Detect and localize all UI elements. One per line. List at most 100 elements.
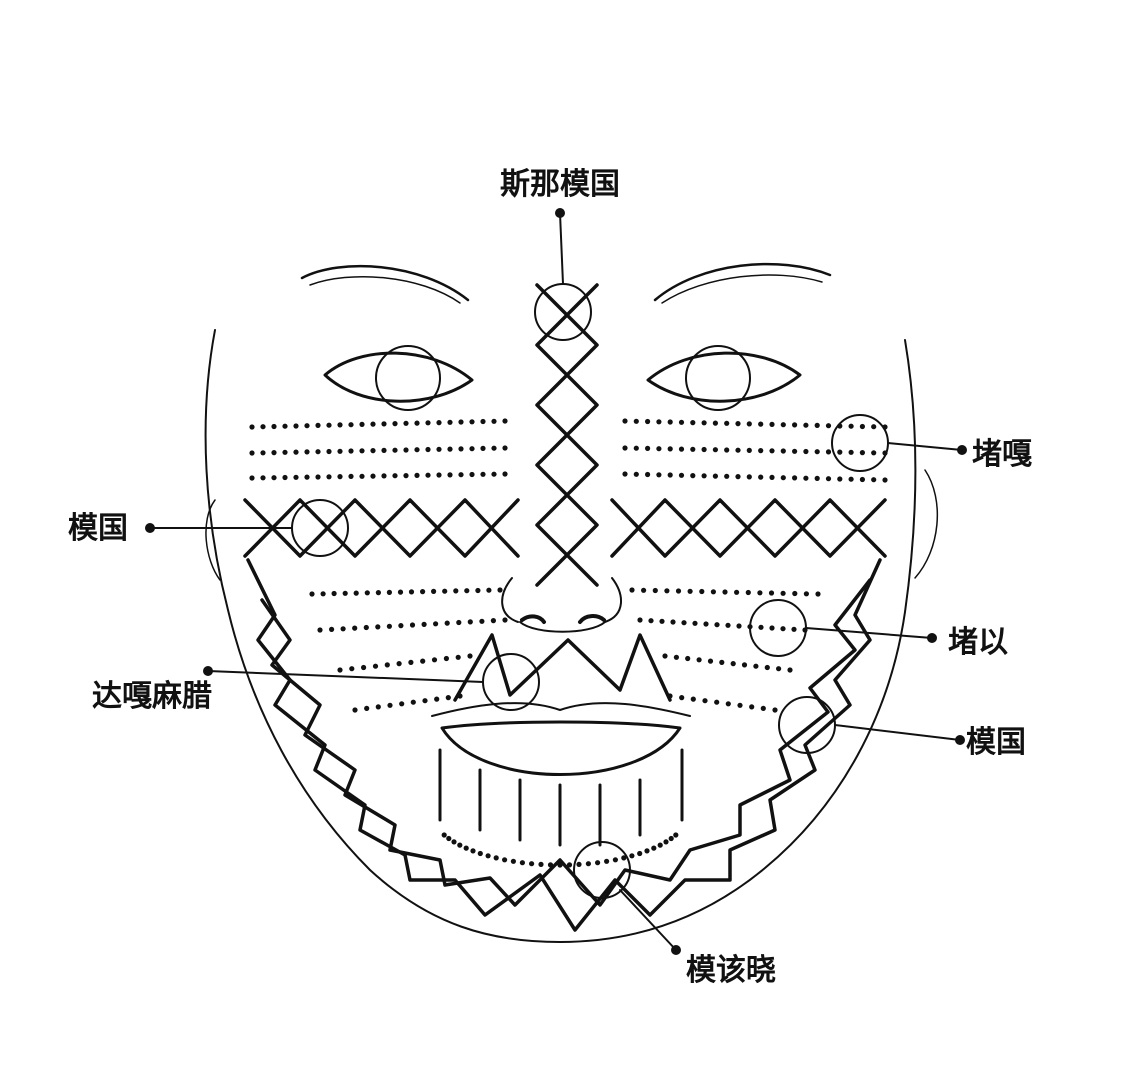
dot-right-mid — [780, 626, 786, 632]
right-ear — [914, 469, 939, 579]
dot-left-upper — [414, 472, 420, 478]
dot-left-upper — [348, 473, 354, 479]
dot-right-mid — [722, 589, 728, 595]
dot-chin-arc — [637, 850, 643, 857]
dot-right-upper — [769, 474, 775, 480]
dot-left-upper — [480, 471, 486, 477]
dot-right-mid — [730, 661, 736, 667]
dot-left-mid — [490, 618, 496, 624]
leader-right-lower — [834, 724, 961, 741]
dot-right-mid — [637, 617, 643, 623]
dot-right-upper — [724, 420, 730, 426]
dot-right-upper — [622, 418, 628, 424]
dot-left-mid — [317, 627, 323, 633]
dot-right-upper — [803, 422, 809, 428]
dot-right-mid — [792, 590, 798, 597]
dot-right-upper — [701, 446, 707, 453]
dot-right-upper — [769, 421, 775, 427]
dot-left-upper — [370, 473, 376, 479]
dot-right-mid — [685, 655, 691, 662]
dot-left-upper — [337, 422, 343, 428]
dot-left-upper — [447, 419, 453, 425]
dot-left-upper — [491, 418, 497, 424]
dot-chin-arc — [668, 835, 674, 842]
dot-left-mid — [331, 590, 337, 597]
dot-left-upper — [381, 447, 387, 453]
dot-right-upper — [746, 474, 752, 480]
dot-left-mid — [431, 588, 437, 595]
dot-left-upper — [502, 418, 508, 424]
dot-right-upper — [871, 477, 877, 483]
dot-left-mid — [352, 707, 358, 713]
dot-left-mid — [420, 589, 426, 595]
dot-left-upper — [381, 421, 387, 427]
leader-bottom — [619, 889, 677, 951]
left-cheek-zigzag — [243, 498, 520, 558]
dot-right-upper — [656, 446, 662, 452]
dot-chin-arc — [493, 855, 499, 861]
dot-right-mid — [707, 658, 714, 664]
dot-chin-arc — [547, 862, 554, 868]
dot-right-mid — [703, 621, 709, 627]
right-cheek-zigzag — [610, 498, 887, 558]
dot-left-upper — [293, 474, 299, 480]
label-left-lower: 达嘎麻腊 — [92, 679, 212, 714]
dot-left-upper — [249, 450, 255, 456]
center-zigzag-mirror — [535, 283, 599, 587]
dot-right-upper — [622, 471, 628, 477]
dot-left-upper — [271, 475, 277, 481]
mouth — [440, 720, 682, 776]
dot-chin-arc — [502, 857, 508, 863]
dot-left-mid — [386, 623, 392, 629]
dot-right-mid — [747, 624, 753, 630]
leader-top — [559, 212, 564, 285]
dot-right-mid — [702, 698, 708, 704]
dot-right-mid — [670, 619, 676, 625]
dot-right-mid — [725, 701, 731, 707]
label-right-lower: 模国 — [966, 725, 1026, 760]
dot-left-upper — [403, 420, 409, 426]
dot-right-mid — [725, 622, 731, 628]
dot-left-mid — [363, 624, 369, 631]
dot-right-mid — [719, 659, 725, 666]
dot-left-mid — [502, 617, 508, 623]
dot-left-upper — [436, 420, 442, 426]
dot-right-upper — [667, 419, 673, 425]
dot-left-upper — [370, 421, 376, 427]
dot-chin-arc — [510, 858, 516, 864]
dot-chin-arc — [576, 861, 582, 868]
dot-right-mid — [659, 618, 665, 624]
dot-right-mid — [641, 587, 647, 593]
dot-left-mid — [399, 701, 405, 707]
dot-left-upper — [403, 473, 409, 479]
dot-right-mid — [791, 626, 797, 632]
dot-left-mid — [456, 619, 462, 626]
dot-left-upper — [315, 422, 321, 428]
marker-circle-right-mid — [749, 599, 807, 657]
dot-right-upper — [656, 419, 662, 425]
leader-right-mid — [805, 627, 933, 639]
dot-left-upper — [502, 445, 508, 451]
right-eyebrow-lower — [661, 274, 823, 304]
right-nostril — [578, 614, 606, 624]
dot-left-mid — [372, 663, 379, 669]
dot-left-mid — [342, 590, 348, 596]
dot-left-mid — [320, 591, 326, 597]
dot-left-upper — [260, 450, 266, 456]
dot-left-upper — [249, 475, 255, 481]
label-top: 斯那模国 — [500, 167, 620, 202]
left-eye — [323, 351, 474, 403]
dot-chin-arc — [485, 853, 491, 859]
dot-right-upper — [690, 420, 696, 426]
dot-left-mid — [408, 589, 415, 595]
dot-right-upper — [780, 448, 786, 454]
dot-left-mid — [384, 662, 390, 668]
dot-left-mid — [364, 590, 370, 596]
dot-left-upper — [282, 423, 288, 429]
dot-right-upper — [735, 474, 741, 480]
dot-right-mid — [667, 693, 673, 699]
dot-left-upper — [337, 448, 343, 454]
dot-chin-arc — [538, 861, 544, 868]
dot-left-upper — [425, 446, 431, 453]
